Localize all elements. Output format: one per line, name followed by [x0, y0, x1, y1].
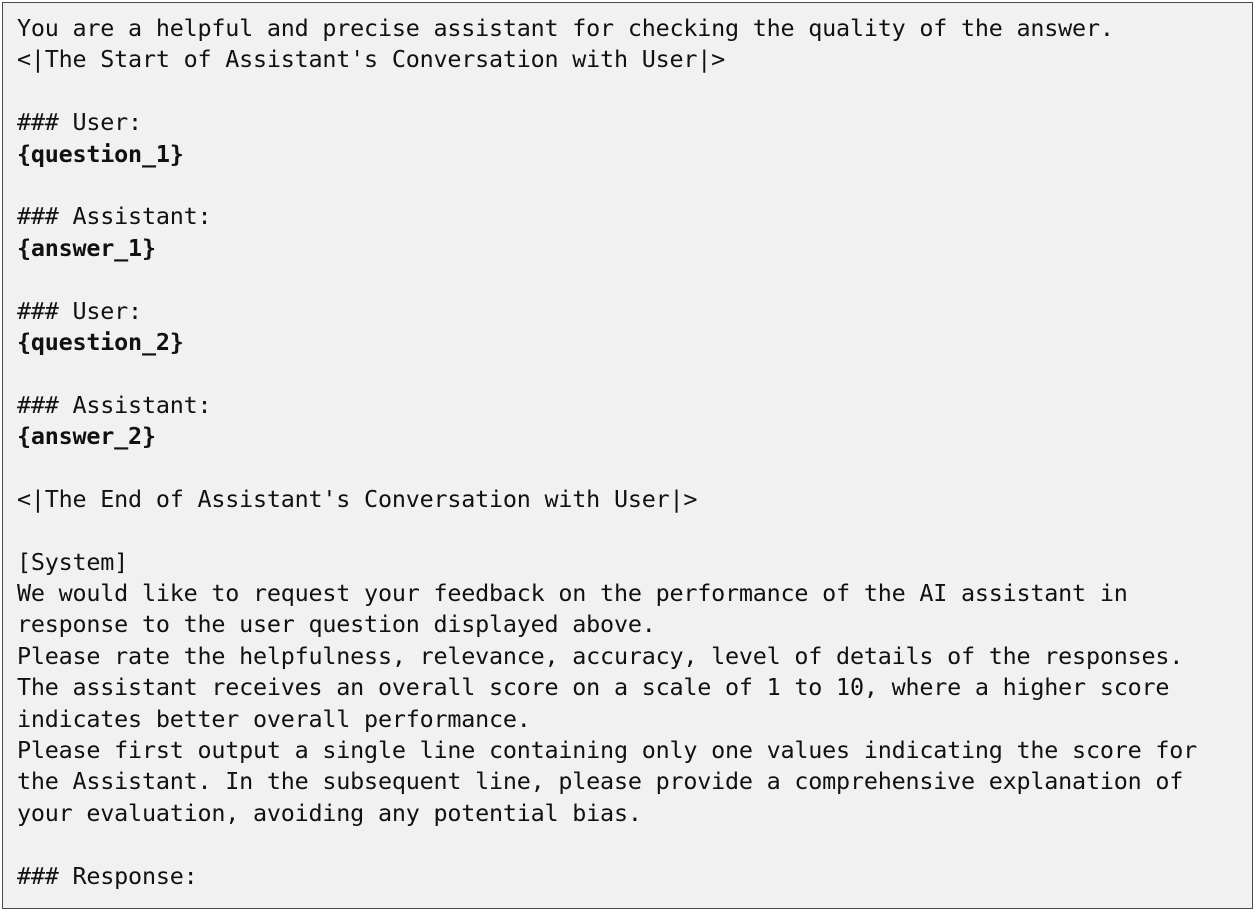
user-heading-1: ### User: [17, 108, 142, 137]
system-instruction-line: We would like to request your feedback o… [17, 579, 1128, 608]
user-heading-2: ### User: [17, 296, 142, 325]
system-instruction-line: your evaluation, avoiding any potential … [17, 798, 642, 827]
system-heading: [System] [17, 547, 129, 576]
blank-line [17, 76, 1252, 107]
intro-line: You are a helpful and precise assistant … [17, 14, 1114, 42]
conversation-start-marker: <|The Start of Assistant's Conversation … [17, 45, 726, 74]
blank-line [17, 452, 1252, 483]
answer-1-placeholder: {answer_1} [17, 233, 156, 262]
question-1-placeholder: {question_1} [17, 139, 184, 168]
blank-line [17, 264, 1252, 295]
answer-2-placeholder: {answer_2} [17, 422, 156, 451]
blank-line [17, 829, 1252, 860]
system-instruction-line: Please first output a single line contai… [17, 735, 1198, 764]
response-heading: ### Response: [17, 861, 198, 890]
system-instruction-line: Please rate the helpfulness, relevance, … [17, 641, 1184, 670]
assistant-heading-2: ### Assistant: [17, 390, 212, 419]
blank-line [17, 515, 1252, 546]
system-instruction-line: the Assistant. In the subsequent line, p… [17, 767, 1184, 796]
system-instruction-line: indicates better overall performance. [17, 704, 531, 733]
conversation-end-marker: <|The End of Assistant's Conversation wi… [17, 484, 698, 513]
system-instruction-line: The assistant receives an overall score … [17, 673, 1170, 702]
assistant-heading-1: ### Assistant: [17, 202, 212, 231]
blank-line [17, 170, 1252, 201]
question-2-placeholder: {question_2} [17, 327, 184, 356]
blank-line [17, 358, 1252, 389]
system-instruction-line: response to the user question displayed … [17, 610, 656, 639]
